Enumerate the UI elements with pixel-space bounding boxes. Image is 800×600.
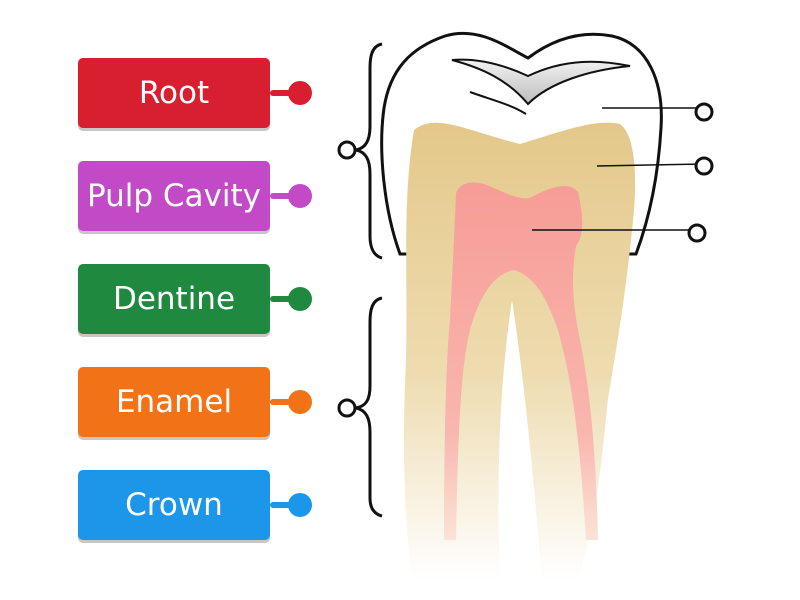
pulp-region <box>444 182 598 540</box>
label-anchor-dot-enamel[interactable] <box>288 390 312 414</box>
leader-line-dentine <box>596 163 705 167</box>
crown-bracket <box>355 42 383 260</box>
label-text: Enamel <box>115 384 233 420</box>
label-anchor-dot-root[interactable] <box>288 81 312 105</box>
drop-target-root[interactable] <box>337 398 357 418</box>
label-connector-crown <box>270 502 300 508</box>
label-anchor-dot-dentine[interactable] <box>288 287 312 311</box>
label-text: Crown <box>125 487 223 523</box>
root-bracket <box>355 296 383 518</box>
drop-target-enamel[interactable] <box>694 102 714 122</box>
label-connector-pulp-cavity <box>270 193 300 199</box>
drop-target-pulp-cavity[interactable] <box>687 223 707 243</box>
drop-target-dentine[interactable] <box>694 156 714 176</box>
label-text: Dentine <box>112 281 236 317</box>
label-tile-pulp-cavity[interactable]: Pulp Cavity <box>78 161 270 231</box>
label-connector-root <box>270 90 300 96</box>
label-connector-dentine <box>270 296 300 302</box>
label-tile-enamel[interactable]: Enamel <box>78 367 270 437</box>
occlusal-fissure <box>451 58 631 106</box>
label-tile-root[interactable]: Root <box>78 58 270 128</box>
label-tile-crown[interactable]: Crown <box>78 470 270 540</box>
label-anchor-dot-pulp-cavity[interactable] <box>288 184 312 208</box>
label-anchor-dot-crown[interactable] <box>288 493 312 517</box>
drop-target-crown[interactable] <box>337 140 357 160</box>
label-connector-enamel <box>270 399 300 405</box>
label-text: Root <box>138 75 210 111</box>
label-text: Pulp Cavity <box>86 178 262 214</box>
root-gap <box>498 300 542 580</box>
fissure-line <box>469 91 527 115</box>
label-tile-dentine[interactable]: Dentine <box>78 264 270 334</box>
